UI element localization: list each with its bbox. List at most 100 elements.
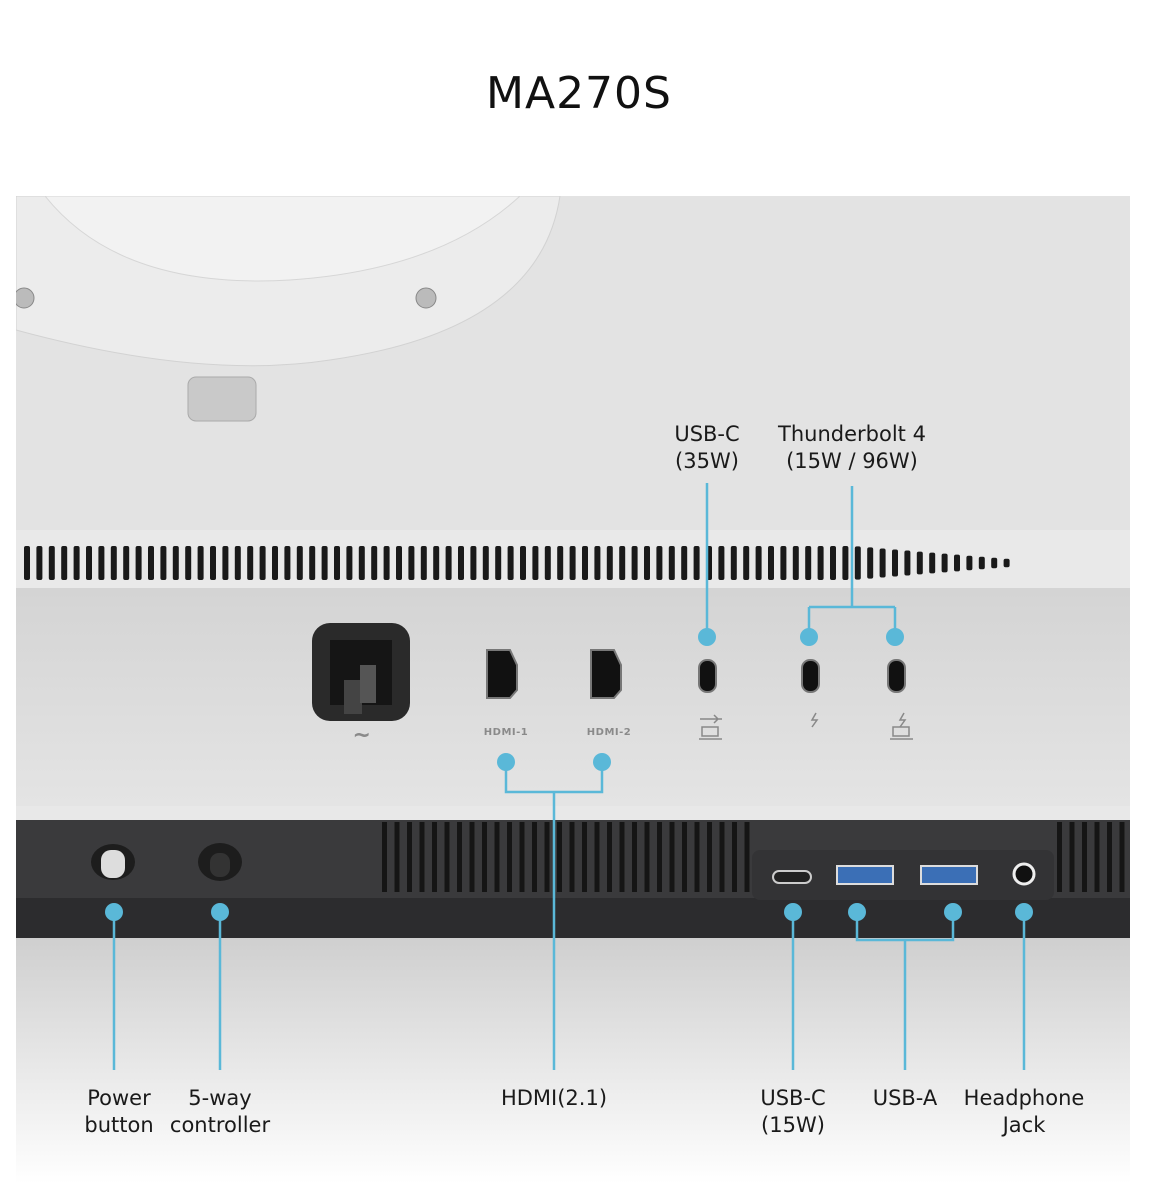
vent-slot: [135, 546, 142, 580]
vent-slot: [1069, 822, 1075, 892]
vent-slot: [732, 822, 737, 892]
vent-slot: [469, 822, 475, 892]
callout-dot: [784, 903, 802, 921]
vent-slot: [470, 546, 477, 580]
vent-slot: [482, 822, 487, 892]
callout-line: [855, 912, 955, 1070]
callout-dot: [698, 628, 716, 646]
vent-slot: [707, 822, 712, 892]
vent-slot: [1094, 822, 1100, 892]
vent-slot: [358, 546, 365, 580]
vent-slot: [892, 549, 898, 577]
usb-icon: [700, 714, 722, 724]
vent-slot: [494, 822, 500, 892]
vent-slot: [334, 546, 340, 580]
vent-slot: [1003, 558, 1010, 568]
callout-thunderbolt-4: Thunderbolt 4(15W / 96W): [778, 422, 926, 473]
callout-lines: [105, 483, 1033, 1070]
vent-slot: [582, 546, 588, 580]
vent-slot: [346, 546, 353, 580]
monitor-rear-photo: [16, 196, 1130, 1184]
vent-slot: [458, 546, 464, 580]
vent-slot: [879, 548, 886, 578]
usb-a-port-1: [836, 865, 894, 885]
vent-slot: [519, 822, 525, 892]
vent-slot: [407, 822, 412, 892]
vent-slot: [656, 546, 663, 580]
vent-slot: [1107, 822, 1112, 892]
callout-dot: [1015, 903, 1033, 921]
vent-slot: [557, 822, 562, 892]
vent-slot: [594, 822, 600, 892]
callout-dot: [848, 903, 866, 921]
vent-slot: [768, 546, 774, 580]
usb-c-35w-port: [698, 659, 717, 693]
vent-slot: [557, 546, 564, 580]
vent-slot: [457, 822, 462, 892]
hdmi-2-port: [590, 649, 622, 699]
vent-slot: [73, 546, 80, 580]
thunderbolt-icon: [810, 712, 819, 728]
vent-slot: [110, 546, 117, 580]
callout-dot: [944, 903, 962, 921]
thunderbolt-port-2: [887, 659, 906, 693]
vent-slot: [419, 822, 425, 892]
vent-slot: [433, 546, 440, 580]
vent-slot: [148, 546, 154, 580]
hdmi-1-port: [486, 649, 518, 699]
callout-usb-c-15w: USB-C(15W): [760, 1086, 826, 1137]
vent-slot: [657, 822, 662, 892]
product-title: MA270S: [486, 68, 672, 119]
laptop-icon: [701, 726, 719, 737]
callout-hdmi: HDMI(2.1): [500, 1086, 608, 1110]
vent-slot: [632, 822, 637, 892]
vent-slot: [730, 546, 737, 580]
vent-slot: [830, 546, 836, 580]
vent-slot: [222, 546, 229, 580]
callout-line: [807, 486, 897, 637]
vent-slot: [719, 822, 725, 892]
vent-slot: [296, 546, 303, 580]
vent-slot: [371, 546, 378, 580]
vent-slot: [792, 546, 799, 580]
vent-slot: [569, 822, 575, 892]
vent-slot: [36, 546, 43, 580]
vent-slot: [842, 546, 849, 580]
vent-slot: [854, 546, 861, 580]
callout-line: [504, 762, 604, 1070]
vent-slot: [805, 546, 812, 580]
vent-slot: [444, 822, 450, 892]
vent-slot: [916, 551, 923, 575]
screw-icon: [415, 287, 437, 309]
vent-slot: [744, 822, 750, 892]
vent-slot: [160, 546, 167, 580]
vent-slot: [507, 546, 514, 580]
vent-slot: [1119, 822, 1125, 892]
vent-slot: [1057, 822, 1062, 892]
vent-slot: [309, 546, 316, 580]
vent-slot: [607, 822, 612, 892]
vent-slot: [941, 553, 948, 573]
vent-slot: [544, 822, 550, 892]
vent-slot: [86, 546, 92, 580]
vent-slot: [978, 556, 985, 570]
vent-slot: [755, 546, 762, 580]
vent-slot: [48, 546, 55, 580]
vent-slot: [172, 546, 179, 580]
vent-slot: [544, 546, 551, 580]
vent-slot: [61, 546, 68, 580]
vent-slot: [123, 546, 130, 580]
vent-slot: [24, 546, 30, 580]
vent-slot: [929, 552, 936, 574]
thunderbolt-port-1: [801, 659, 820, 693]
upper-vents: [24, 546, 1010, 580]
vent-slot: [954, 554, 960, 572]
vent-slot: [396, 546, 402, 580]
vent-slot: [507, 822, 512, 892]
vent-slot: [445, 546, 452, 580]
vent-slot: [817, 546, 824, 580]
vent-slot: [98, 546, 105, 580]
lower-vents: [382, 822, 1125, 892]
callout-dot: [800, 628, 818, 646]
